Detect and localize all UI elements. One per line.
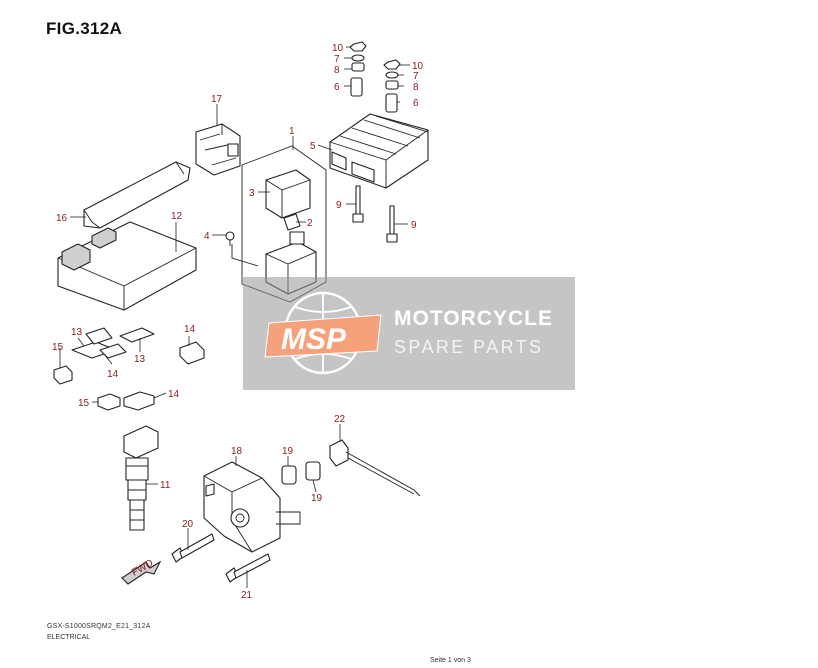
section-name: ELECTRICAL: [47, 634, 91, 641]
model-code: GSX-S1000SRQM2_E21_312A: [47, 623, 151, 630]
part-11-ignition-coil[interactable]: [123, 425, 159, 531]
part-stack-left[interactable]: [349, 41, 367, 97]
callout-13a: 13: [71, 327, 83, 338]
part-22-sensor[interactable]: [329, 439, 421, 497]
part-2-clip[interactable]: [283, 213, 301, 231]
leader-lines: [59, 46, 410, 588]
callout-9b: 9: [411, 220, 417, 231]
part-19-collars[interactable]: [281, 461, 321, 485]
part-17-connector[interactable]: [195, 123, 241, 176]
part-5-regulator[interactable]: [329, 113, 429, 189]
watermark-line-1: MOTORCYCLE: [394, 307, 553, 330]
watermark-logo-text: MSP: [281, 323, 347, 356]
watermark-line-2: SPARE PARTS: [394, 337, 544, 357]
callout-19b: 19: [311, 493, 323, 504]
callout-14b: 14: [107, 369, 119, 380]
part-12-ecu[interactable]: [57, 221, 197, 311]
part-9-bolt-right[interactable]: [386, 205, 398, 243]
callout-13b: 13: [134, 354, 146, 365]
callout-16: 16: [56, 213, 68, 224]
part-21-bolt[interactable]: [225, 553, 271, 583]
watermark-overlay: MSP MOTORCYCLE SPARE PARTS: [243, 277, 575, 390]
callout-10a: 10: [332, 43, 344, 54]
msp-logo: MSP: [264, 291, 382, 375]
part-20-bolt[interactable]: [171, 533, 215, 563]
callout-8b: 8: [413, 82, 419, 93]
callout-labels: 1 2 3 4 5 6 6 7 7 8 8 9 9 10 10 11 12 13…: [52, 43, 424, 601]
callout-6a: 6: [334, 82, 340, 93]
part-13-pads[interactable]: [71, 327, 155, 359]
callout-18: 18: [231, 446, 243, 457]
callout-17: 17: [211, 94, 223, 105]
fwd-arrow-icon: FWD: [121, 558, 162, 585]
callout-14a: 14: [184, 324, 196, 335]
callout-10b: 10: [412, 61, 424, 72]
callout-7b: 7: [413, 71, 419, 82]
callout-4: 4: [204, 231, 210, 242]
callout-21: 21: [241, 590, 253, 601]
callout-1: 1: [289, 126, 295, 137]
callout-20: 20: [182, 519, 194, 530]
callout-3: 3: [249, 188, 255, 199]
callout-19a: 19: [282, 446, 294, 457]
part-18-sensor-housing[interactable]: [203, 461, 301, 553]
part-4-screw[interactable]: [225, 231, 235, 246]
callout-11: 11: [160, 480, 171, 491]
part-3-relay-cover[interactable]: [265, 169, 311, 219]
part-16-bracket[interactable]: [83, 161, 191, 229]
callout-5: 5: [310, 141, 316, 152]
part-stack-right[interactable]: [383, 59, 401, 113]
callout-12: 12: [171, 211, 183, 222]
callout-15a: 15: [52, 342, 64, 353]
part-15-blocks[interactable]: [53, 365, 121, 411]
part-9-bolt-left[interactable]: [352, 185, 364, 223]
callout-22: 22: [334, 414, 346, 425]
callout-9a: 9: [336, 200, 342, 211]
callout-6b: 6: [413, 98, 419, 109]
page-indicator: Seite 1 von 3: [430, 657, 471, 664]
callout-7a: 7: [334, 54, 340, 65]
callout-15b: 15: [78, 398, 90, 409]
callout-14c: 14: [168, 389, 180, 400]
figure-title: FIG.312A: [46, 19, 123, 38]
callout-2: 2: [307, 218, 313, 229]
callout-8a: 8: [334, 65, 340, 76]
fwd-arrow-label: FWD: [130, 558, 155, 579]
part-14-clamps[interactable]: [123, 341, 205, 411]
